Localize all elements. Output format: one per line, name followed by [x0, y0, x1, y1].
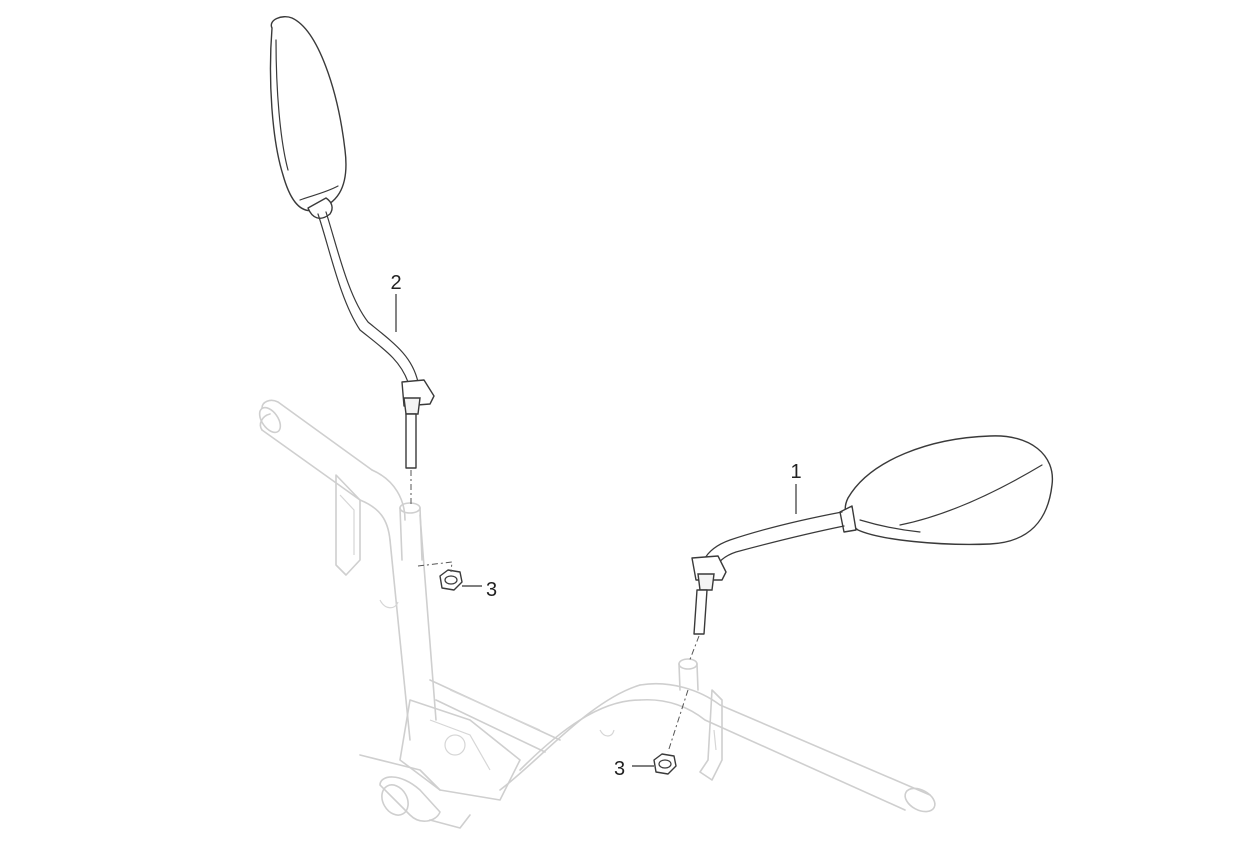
- leader-lines: [395, 294, 797, 767]
- callout-3-right: 3: [614, 758, 625, 780]
- left-mirror: [269, 16, 435, 469]
- assembly-lines: [410, 470, 700, 753]
- handlebar-frame: [258, 399, 936, 829]
- callout-2: 2: [390, 272, 401, 294]
- callout-1: 1: [790, 461, 801, 483]
- right-mirror: [691, 435, 1054, 635]
- callout-3-left: 3: [486, 579, 497, 601]
- right-nut: [653, 753, 677, 775]
- left-nut: [439, 569, 463, 591]
